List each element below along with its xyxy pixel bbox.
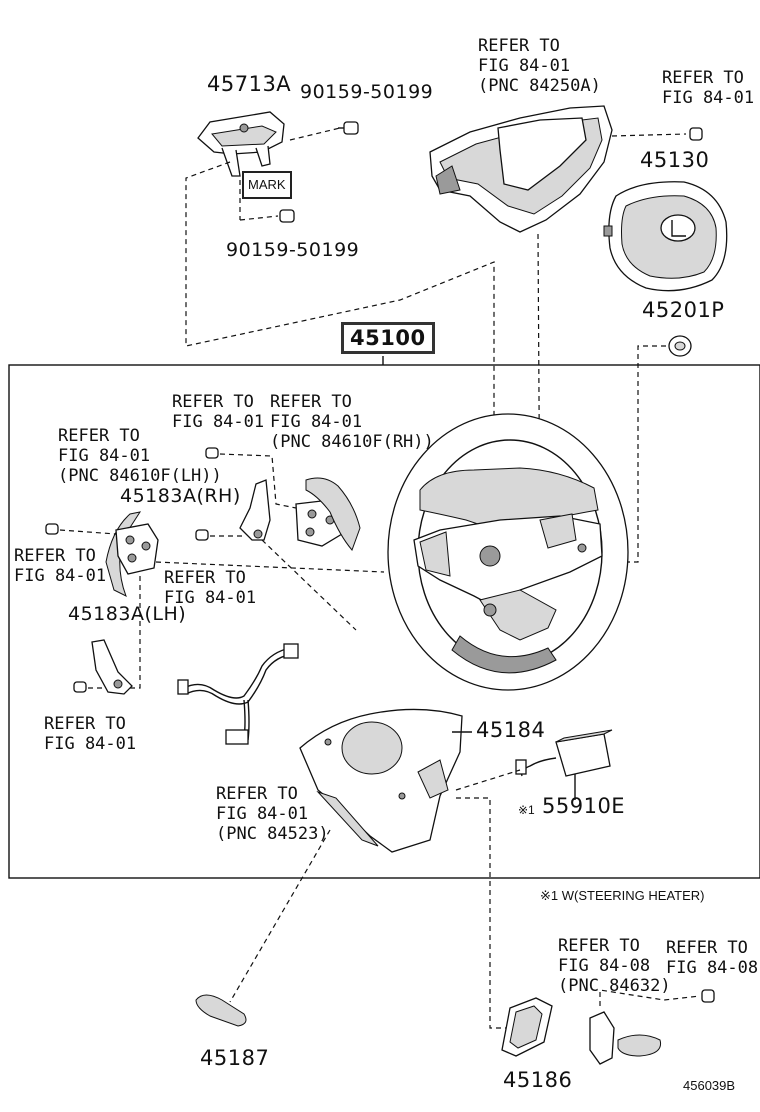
refer-fig-84-01-pnc-84610f-lh: REFER TO FIG 84-01 (PNC 84610F(LH)) <box>58 426 222 486</box>
footnote-steering-heater: ※1 W(STEERING HEATER) <box>540 888 705 903</box>
part-number-45183a-rh: 45183A(RH) <box>120 485 241 507</box>
wire-harness-84523 <box>177 643 299 745</box>
airbag-45130 <box>603 181 728 292</box>
screw-upper-right <box>689 127 703 141</box>
part-number-45130: 45130 <box>640 148 710 172</box>
screw-rh-center <box>195 529 209 541</box>
refer-fig-84-01-top-right: REFER TO FIG 84-01 <box>662 68 755 108</box>
screw-84632 <box>701 989 715 1003</box>
screw-lh-bottom <box>73 681 87 693</box>
part-number-45187: 45187 <box>200 1046 270 1070</box>
part-number-45100: 45100 <box>341 322 435 354</box>
bezel-45186 <box>501 997 553 1057</box>
mark-label: MARK <box>242 171 292 199</box>
trim-45187 <box>195 994 247 1027</box>
upper-switch-cover <box>429 105 613 233</box>
bracket-45713a <box>197 111 285 177</box>
paddle-rh <box>305 477 361 551</box>
bracket-45183a-rh <box>239 479 271 541</box>
refer-fig-84-01-pnc-84250a: REFER TO FIG 84-01 (PNC 84250A) <box>478 36 601 96</box>
screw-90159-bottom <box>279 209 295 223</box>
refer-fig-84-01-center: REFER TO FIG 84-01 <box>164 568 257 608</box>
refer-fig-84-01-pnc-84610f-rh: REFER TO FIG 84-01 (PNC 84610F(RH)) <box>270 392 434 452</box>
heater-ecu-55910e <box>515 729 613 777</box>
screw-lh-top <box>45 523 59 535</box>
part-number-90159-bottom: 90159-50199 <box>226 239 360 261</box>
part-number-45201p: 45201P <box>642 298 725 322</box>
nut-45201p <box>668 335 692 357</box>
refer-fig-84-01-pnc-84523: REFER TO FIG 84-01 (PNC 84523) <box>216 784 329 844</box>
diagram-id: 456039B <box>683 1078 736 1093</box>
switch-lh <box>115 523 159 575</box>
part-number-90159-top: 90159-50199 <box>300 81 434 103</box>
note-marker-1: ※1 <box>518 803 535 817</box>
switch-84632 <box>589 1011 662 1065</box>
part-number-45184: 45184 <box>476 718 546 742</box>
refer-fig-84-01-mid: REFER TO FIG 84-01 <box>172 392 265 432</box>
refer-fig-84-01-left: REFER TO FIG 84-01 <box>14 546 107 586</box>
part-number-45713a: 45713A <box>207 72 292 96</box>
steering-wheel <box>387 413 629 691</box>
screw-rh-top <box>205 447 219 459</box>
part-number-55910e: 55910E <box>542 794 626 818</box>
refer-fig-84-08: REFER TO FIG 84-08 <box>666 938 759 978</box>
assembly-frame <box>8 364 760 879</box>
part-number-45186: 45186 <box>503 1068 573 1092</box>
part-number-45183a-lh: 45183A(LH) <box>68 603 187 625</box>
screw-90159-top <box>338 121 359 135</box>
bracket-45183a-lh <box>91 639 133 695</box>
refer-fig-84-01-lower-left: REFER TO FIG 84-01 <box>44 714 137 754</box>
lower-cover-45184 <box>299 708 463 853</box>
refer-fig-84-08-pnc-84632: REFER TO FIG 84-08 (PNC 84632) <box>558 936 671 996</box>
